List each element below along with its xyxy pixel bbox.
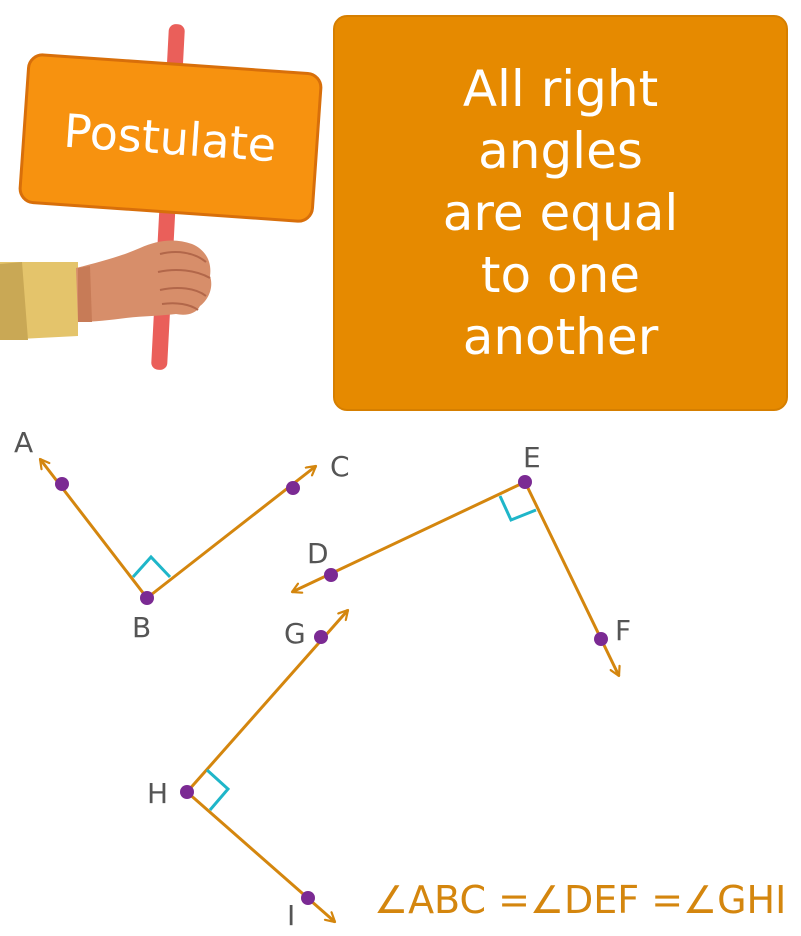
- label-i: I: [287, 899, 295, 932]
- postulate-statement-text: All right angles are equal to one anothe…: [335, 58, 786, 368]
- point-b: [140, 591, 154, 605]
- statement-line: another: [462, 308, 659, 366]
- right-angle-marker-b: [131, 554, 172, 579]
- angle-abc: A B C: [14, 426, 350, 644]
- ray-ef: [523, 481, 619, 676]
- angle-ghi: G H I: [147, 610, 350, 932]
- label-c: C: [330, 450, 350, 483]
- point-h: [180, 785, 194, 799]
- label-b: B: [132, 611, 151, 644]
- point-f: [594, 632, 608, 646]
- label-f: F: [615, 614, 631, 647]
- angle-equality-equation: ∠ABC =∠DEF =∠GHI: [374, 878, 786, 922]
- statement-line: to one: [480, 246, 641, 304]
- angle-def: D E F: [292, 441, 631, 676]
- right-angle-marker-h: [205, 768, 231, 811]
- right-angle-marker-e: [498, 495, 537, 522]
- label-d: D: [307, 537, 329, 570]
- point-g: [314, 630, 328, 644]
- label-h: H: [147, 777, 168, 810]
- label-g: G: [284, 617, 306, 650]
- postulate-statement-box: All right angles are equal to one anothe…: [333, 15, 788, 411]
- hand-icon: [0, 240, 212, 340]
- point-i: [301, 891, 315, 905]
- statement-line: All right: [462, 60, 659, 118]
- point-c: [286, 481, 300, 495]
- label-e: E: [523, 441, 541, 474]
- label-a: A: [14, 426, 33, 459]
- postulate-sign-illustration: Postulate: [0, 24, 323, 370]
- point-d: [324, 568, 338, 582]
- point-a: [55, 477, 69, 491]
- ray-ba: [38, 459, 149, 599]
- statement-line: angles: [478, 122, 643, 180]
- sign-board: Postulate: [18, 53, 323, 223]
- statement-line: are equal: [442, 184, 679, 242]
- point-e: [518, 475, 532, 489]
